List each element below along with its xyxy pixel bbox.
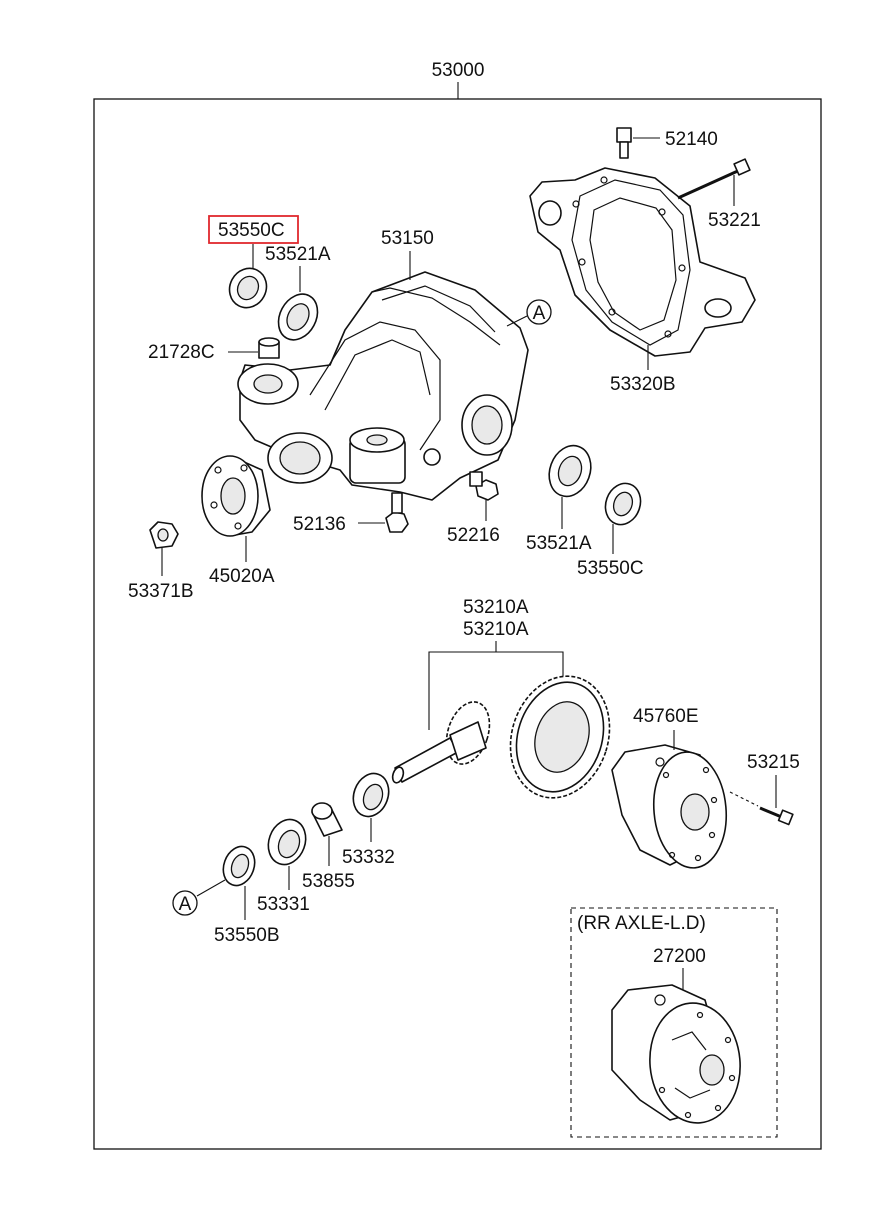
part-label-53320b[interactable]: 53320B [610, 374, 676, 395]
highlight-box-53550c [208, 215, 299, 244]
part-label-53371b[interactable]: 53371B [128, 581, 194, 602]
option-box-title: (RR AXLE-L.D) [577, 913, 706, 934]
part-label-53521a-top[interactable]: 53521A [265, 244, 331, 265]
part-label-45020a[interactable]: 45020A [209, 566, 275, 587]
option-box-rr-axle-ld [570, 907, 778, 1138]
part-label-53210a-2[interactable]: 53210A [463, 619, 529, 640]
bearing-53331 [267, 818, 307, 866]
bushing-21728c [258, 337, 280, 359]
ref-marker-a-bottom: A [172, 890, 198, 916]
carrier-housing-53150 [237, 271, 529, 501]
ref-marker-a-bottom-text: A [179, 894, 192, 915]
plug-52216 [469, 471, 499, 501]
part-label-53550b[interactable]: 53550B [214, 925, 280, 946]
differential-case-45760e [611, 744, 728, 869]
part-label-45760e[interactable]: 45760E [633, 706, 699, 727]
bolt-52140 [616, 127, 632, 159]
part-label-53550c-top[interactable]: 53550C [218, 220, 285, 241]
rear-cover-53320b [529, 167, 756, 357]
part-label-53215[interactable]: 53215 [747, 752, 800, 773]
part-label-53210a-1[interactable]: 53210A [463, 597, 529, 618]
part-label-53150[interactable]: 53150 [381, 228, 434, 249]
assembly-frame [93, 98, 822, 1150]
part-label-53855[interactable]: 53855 [302, 871, 355, 892]
bolt-53215 [729, 791, 794, 826]
bearing-53521a-left [277, 293, 319, 341]
oil-seal-53550c-left [228, 267, 268, 309]
part-label-21728c[interactable]: 21728C [148, 342, 215, 363]
ref-marker-a-top: A [526, 299, 552, 325]
ring-gear-53210a [509, 675, 611, 799]
oil-seal-53550c-right [604, 482, 642, 526]
part-label-53550c-right[interactable]: 53550C [577, 558, 644, 579]
pinion-gear-53210a [391, 701, 491, 784]
oil-seal-53550b [222, 845, 256, 887]
nut-53371b [149, 521, 179, 549]
bearing-53521a-right [548, 444, 592, 498]
assembly-number-label[interactable]: 53000 [432, 60, 485, 81]
plug-52136 [385, 492, 409, 533]
part-label-27200[interactable]: 27200 [653, 946, 706, 967]
part-label-52136[interactable]: 52136 [293, 514, 346, 535]
bearing-53332 [352, 772, 390, 818]
part-label-53221[interactable]: 53221 [708, 210, 761, 231]
ref-marker-a-top-text: A [533, 303, 546, 324]
spacer-53855 [311, 802, 343, 837]
part-label-52216[interactable]: 52216 [447, 525, 500, 546]
part-label-53332[interactable]: 53332 [342, 847, 395, 868]
flange-45020a [201, 455, 271, 537]
part-label-52140[interactable]: 52140 [665, 129, 718, 150]
part-label-53521a-right[interactable]: 53521A [526, 533, 592, 554]
differential-assembly-27200 [611, 984, 741, 1124]
bolt-53221 [677, 158, 751, 200]
part-label-53331[interactable]: 53331 [257, 894, 310, 915]
